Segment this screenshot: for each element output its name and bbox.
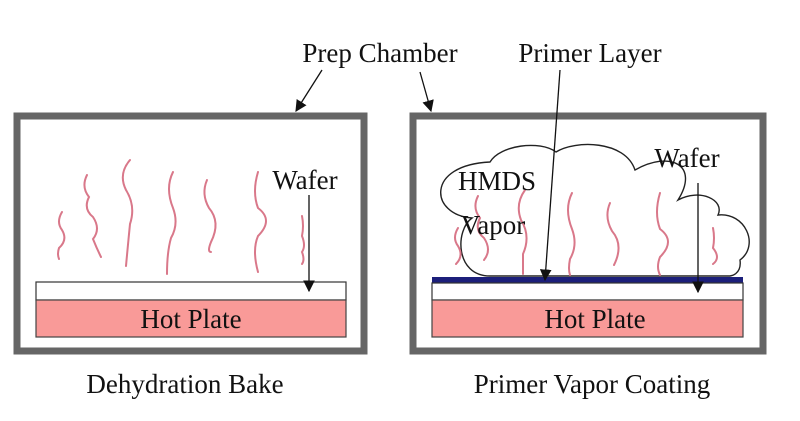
heat-waves [454, 189, 718, 276]
primer-layer-pointer [539, 69, 561, 282]
caption-primer-vapor-coating: Primer Vapor Coating [474, 369, 710, 399]
hot-plate-label: Hot Plate [544, 304, 645, 334]
dehydration-bake-chamber: Hot Plate Wafer Dehydration Bake [13, 112, 368, 399]
wafer-label: Wafer [654, 143, 719, 173]
primer-layer [432, 277, 743, 283]
caption-dehydration-bake: Dehydration Bake [86, 369, 283, 399]
primer-layer-label: Primer Layer [518, 38, 661, 68]
wafer [431, 282, 744, 301]
hmds-label: HMDS [458, 166, 536, 196]
hot-plate [35, 299, 347, 338]
wafer [35, 281, 347, 301]
hot-plate-label: Hot Plate [140, 304, 241, 334]
vapor-label: Vapor [461, 210, 525, 240]
primer-vapor-chamber: Hot Plate HMDS Vapor Wafer Primer Vapor … [409, 112, 767, 399]
hot-plate [431, 299, 744, 338]
prep-chamber-pointer-left [295, 69, 323, 112]
prep-chamber-pointer-right [419, 71, 434, 113]
heat-waves [57, 159, 305, 275]
wafer-label: Wafer [272, 165, 337, 195]
prep-chamber-label: Prep Chamber [302, 38, 457, 68]
hmds-vapor-cloud [440, 143, 750, 277]
